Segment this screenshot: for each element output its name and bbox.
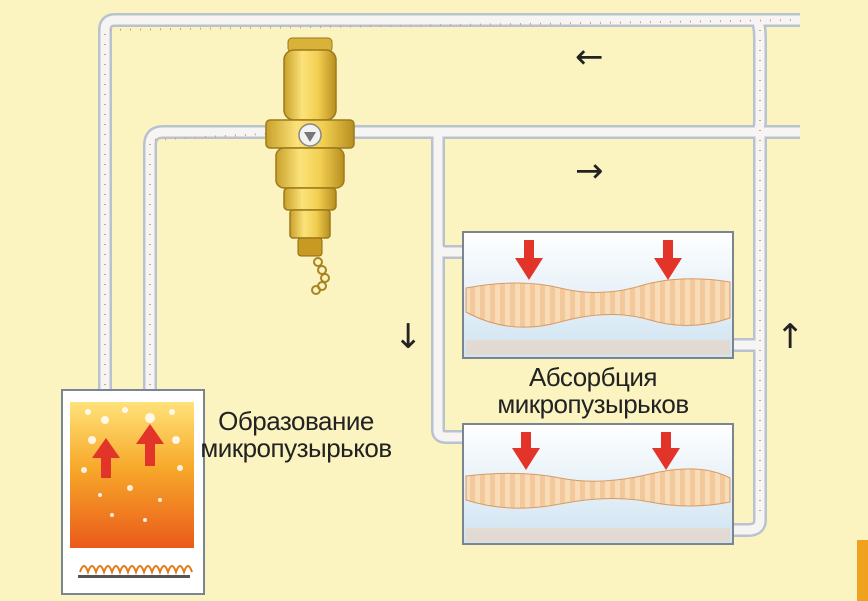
red-down-arrow-icon bbox=[515, 240, 543, 280]
red-down-arrow-icon bbox=[654, 240, 682, 280]
supply-flow-arrow-icon: → bbox=[575, 151, 604, 191]
red-down-arrow-icon bbox=[512, 432, 540, 470]
formation-label-line1: Образование bbox=[218, 406, 374, 436]
return-flow-arrow-icon: ← bbox=[575, 37, 604, 77]
absorption-label-line2: микропузырьков bbox=[497, 389, 689, 420]
red-down-arrow-icon bbox=[652, 432, 680, 470]
red-up-arrow-icon bbox=[136, 424, 164, 466]
edge-strip bbox=[857, 540, 868, 601]
down-flow-arrow-icon: ↓ bbox=[394, 317, 423, 357]
separator-device bbox=[265, 37, 355, 295]
burner-flame-icon bbox=[79, 565, 193, 576]
absorption-arrows bbox=[512, 240, 682, 470]
red-up-arrow-icon bbox=[92, 438, 120, 478]
formation-label: Образование микропузырьков bbox=[196, 406, 396, 464]
heat-arrows bbox=[92, 424, 164, 478]
absorption-label: Абсорбция микропузырьков bbox=[468, 362, 718, 420]
radiator-lower bbox=[462, 423, 734, 545]
boiler bbox=[61, 389, 205, 595]
pipe-network bbox=[98, 13, 801, 537]
formation-label-line2: микропузырьков bbox=[200, 433, 392, 464]
radiator-upper bbox=[462, 231, 734, 359]
up-flow-arrow-icon: ↑ bbox=[776, 317, 805, 357]
drain-chain-icon bbox=[311, 257, 330, 295]
absorption-label-line1: Абсорбция bbox=[528, 362, 658, 392]
